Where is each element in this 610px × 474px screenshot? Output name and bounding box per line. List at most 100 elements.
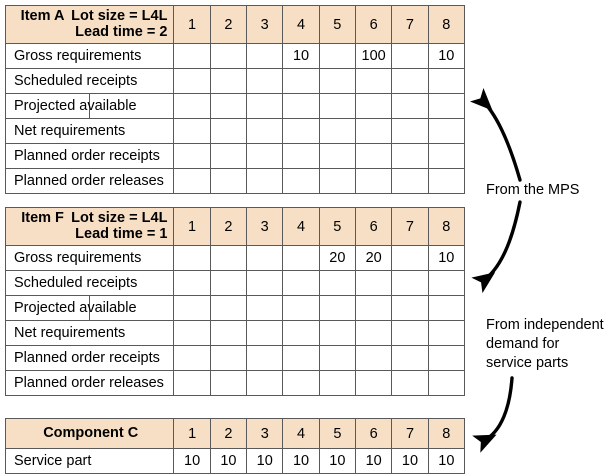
- cell[interactable]: [246, 68, 284, 94]
- cell[interactable]: 10: [391, 448, 429, 474]
- cell[interactable]: [282, 168, 320, 194]
- cell[interactable]: [354, 68, 393, 94]
- cell[interactable]: [318, 345, 357, 371]
- cell[interactable]: [318, 295, 357, 321]
- cell[interactable]: [391, 245, 429, 271]
- cell[interactable]: [282, 270, 320, 296]
- cell[interactable]: [391, 68, 429, 94]
- cell[interactable]: [318, 270, 357, 296]
- cell[interactable]: [209, 118, 248, 144]
- cell[interactable]: [391, 118, 429, 144]
- cell[interactable]: 20: [354, 245, 393, 271]
- cell[interactable]: [246, 370, 284, 396]
- cell[interactable]: [209, 168, 248, 194]
- cell[interactable]: [354, 143, 393, 169]
- cell[interactable]: 10: [282, 43, 320, 69]
- cell[interactable]: 10: [318, 448, 357, 474]
- cell[interactable]: [173, 295, 211, 321]
- cell[interactable]: [282, 68, 320, 94]
- cell[interactable]: [318, 43, 357, 69]
- cell[interactable]: 100: [354, 43, 393, 69]
- cell[interactable]: [391, 370, 429, 396]
- cell[interactable]: [427, 118, 466, 144]
- cell[interactable]: [282, 118, 320, 144]
- cell[interactable]: [209, 295, 248, 321]
- cell[interactable]: [391, 143, 429, 169]
- cell[interactable]: [391, 168, 429, 194]
- cell[interactable]: [318, 320, 357, 346]
- cell[interactable]: [318, 370, 357, 396]
- cell[interactable]: [246, 295, 284, 321]
- cell[interactable]: [282, 143, 320, 169]
- cell[interactable]: [391, 345, 429, 371]
- cell[interactable]: [173, 345, 211, 371]
- cell[interactable]: [246, 168, 284, 194]
- cell[interactable]: [246, 270, 284, 296]
- cell[interactable]: [318, 143, 357, 169]
- cell[interactable]: [282, 245, 320, 271]
- cell[interactable]: [318, 68, 357, 94]
- cell[interactable]: 10: [427, 448, 466, 474]
- cell[interactable]: [354, 168, 393, 194]
- cell[interactable]: 10: [427, 245, 466, 271]
- cell[interactable]: [391, 270, 429, 296]
- cell[interactable]: 10: [246, 448, 284, 474]
- cell[interactable]: [173, 43, 211, 69]
- cell[interactable]: [209, 320, 248, 346]
- cell[interactable]: [318, 93, 357, 119]
- cell[interactable]: 10: [209, 448, 248, 474]
- cell[interactable]: [318, 118, 357, 144]
- cell[interactable]: [173, 168, 211, 194]
- cell[interactable]: [246, 93, 284, 119]
- cell[interactable]: [427, 370, 466, 396]
- cell[interactable]: [209, 245, 248, 271]
- cell[interactable]: 10: [355, 448, 393, 474]
- cell[interactable]: [246, 345, 284, 371]
- cell[interactable]: [282, 93, 320, 119]
- cell[interactable]: [173, 68, 211, 94]
- cell[interactable]: [282, 320, 320, 346]
- cell[interactable]: [173, 245, 211, 271]
- cell[interactable]: 20: [318, 245, 357, 271]
- cell[interactable]: [209, 345, 248, 371]
- cell[interactable]: [427, 68, 466, 94]
- cell[interactable]: [246, 143, 284, 169]
- cell[interactable]: [173, 93, 211, 119]
- cell[interactable]: [209, 68, 248, 94]
- cell[interactable]: [391, 320, 429, 346]
- cell[interactable]: [427, 295, 466, 321]
- cell[interactable]: [209, 43, 248, 69]
- cell[interactable]: [209, 370, 248, 396]
- cell[interactable]: [173, 370, 211, 396]
- cell[interactable]: [246, 118, 284, 144]
- cell[interactable]: [427, 93, 466, 119]
- cell[interactable]: [391, 93, 429, 119]
- cell[interactable]: [354, 118, 393, 144]
- on-hand-cell[interactable]: [89, 93, 175, 119]
- cell[interactable]: [354, 345, 393, 371]
- cell[interactable]: [354, 93, 393, 119]
- cell[interactable]: [173, 118, 211, 144]
- cell[interactable]: [282, 370, 320, 396]
- cell[interactable]: 10: [282, 448, 320, 474]
- cell[interactable]: [354, 370, 393, 396]
- cell[interactable]: [246, 245, 284, 271]
- cell[interactable]: [427, 143, 466, 169]
- cell[interactable]: [391, 295, 429, 321]
- cell[interactable]: [354, 320, 393, 346]
- cell[interactable]: [173, 320, 211, 346]
- cell[interactable]: [354, 295, 393, 321]
- cell[interactable]: [427, 320, 466, 346]
- cell[interactable]: [246, 320, 284, 346]
- cell[interactable]: [427, 168, 466, 194]
- cell[interactable]: [282, 345, 320, 371]
- cell[interactable]: [209, 93, 248, 119]
- cell[interactable]: [282, 295, 320, 321]
- cell[interactable]: [209, 270, 248, 296]
- cell[interactable]: [246, 43, 284, 69]
- cell[interactable]: [318, 168, 357, 194]
- cell[interactable]: [209, 143, 248, 169]
- cell[interactable]: [173, 143, 211, 169]
- cell[interactable]: [391, 43, 429, 69]
- cell[interactable]: [173, 270, 211, 296]
